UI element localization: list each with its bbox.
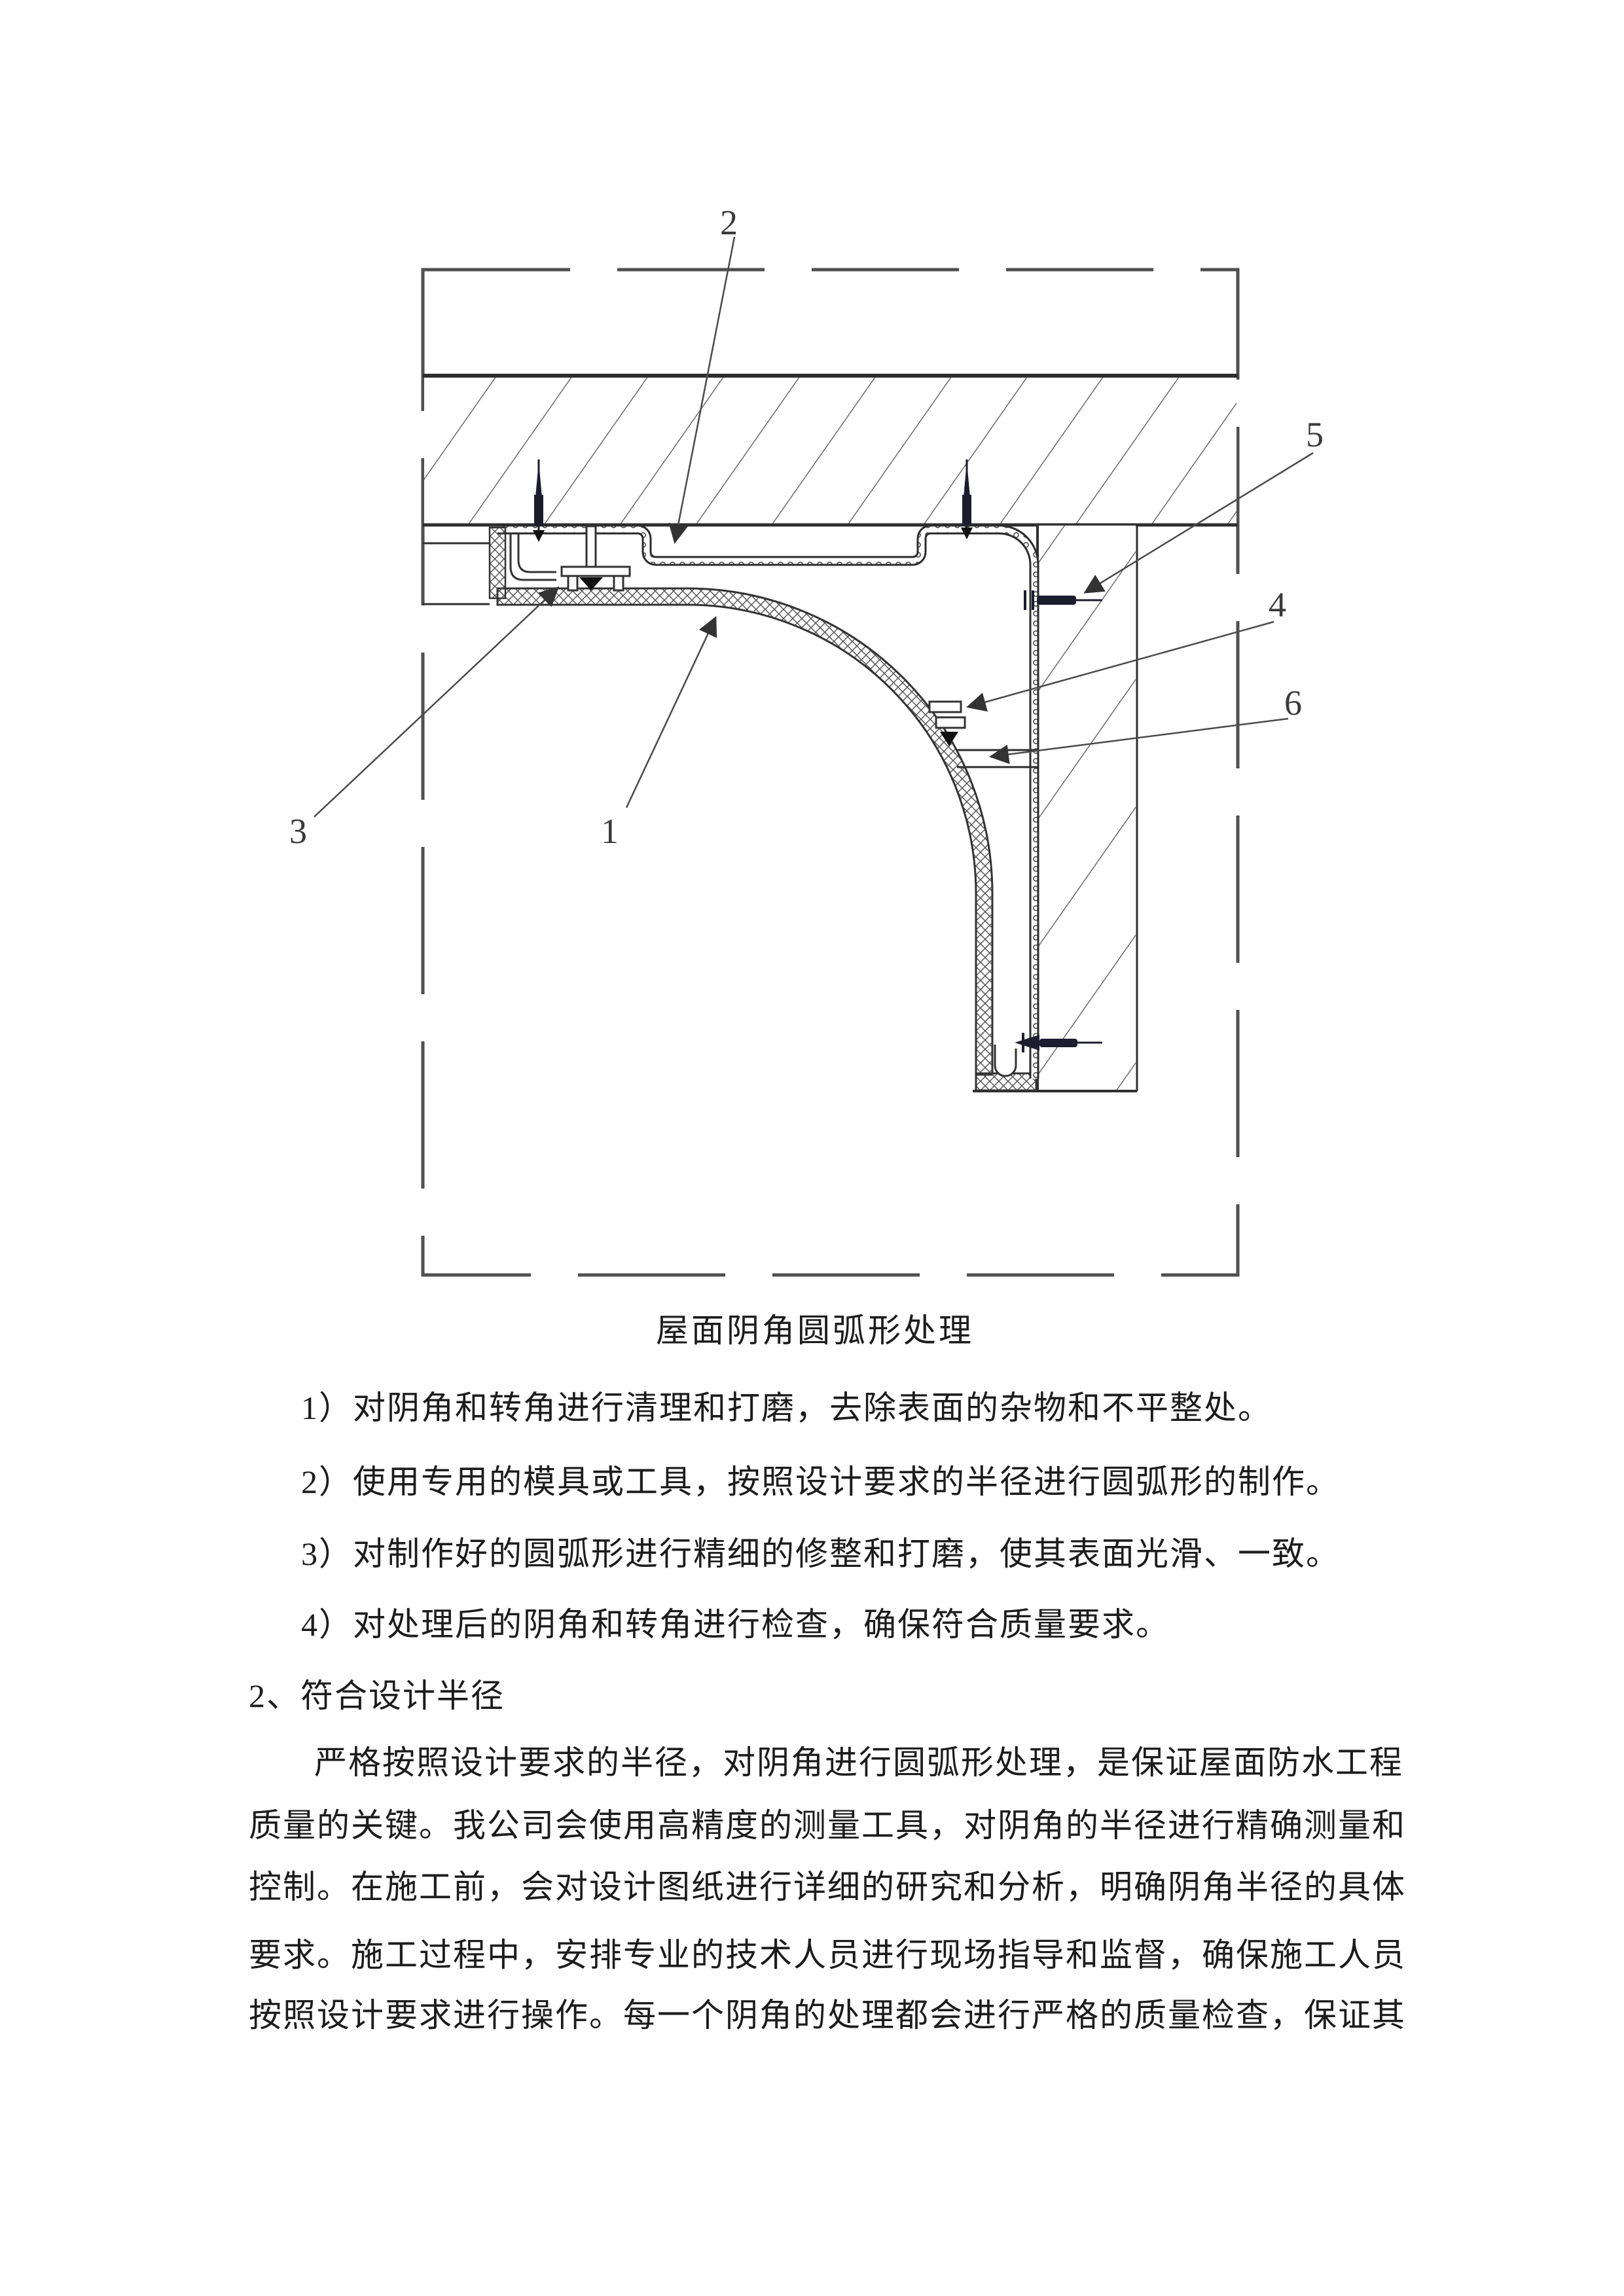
callout-5: 5	[1306, 415, 1324, 454]
leader-5	[1083, 452, 1314, 594]
leader-2	[668, 236, 736, 544]
callout-leaders	[314, 236, 1314, 817]
section-heading: 2、符合设计半径	[249, 1677, 505, 1714]
callout-4: 4	[1269, 585, 1286, 624]
ceiling-slab	[423, 374, 1238, 527]
slab-screw-left	[533, 459, 545, 542]
list-item-3: 3）对制作好的圆弧形进行精细的修整和打磨，使其表面光滑、一致。	[301, 1535, 1340, 1572]
roof-corner-detail-figure: 2 5 4 6 1 3	[289, 203, 1324, 1277]
leader-6	[989, 717, 1289, 764]
figure-border	[421, 268, 1240, 1277]
wall-anchor-bottom	[1015, 1033, 1102, 1052]
leader-3	[314, 586, 560, 817]
wall	[973, 525, 1138, 1092]
list-item-2: 2）使用专用的模具或工具，按照设计要求的半径进行圆弧形的制作。	[301, 1463, 1340, 1500]
callout-1: 1	[601, 812, 619, 851]
figure-caption: 屋面阴角圆弧形处理	[656, 1312, 974, 1349]
paragraph-line-4: 要求。施工过程中，安排专业的技术人员进行现场指导和监督，确保施工人员	[249, 1937, 1406, 1973]
list-item-1: 1）对阴角和转角进行清理和打磨，去除表面的杂物和不平整处。	[301, 1390, 1272, 1426]
leader-1	[625, 616, 717, 808]
callout-3: 3	[289, 812, 307, 851]
paragraph-line-5: 按照设计要求进行操作。每一个阴角的处理都会进行严格的质量检查，保证其	[249, 1997, 1406, 2034]
wall-anchor-top	[1024, 590, 1102, 610]
paragraph-line-2: 质量的关键。我公司会使用高精度的测量工具，对阴角的半径进行精确测量和	[249, 1807, 1406, 1844]
list-item-4: 4）对处理后的阴角和转角进行检查，确保符合质量要求。	[301, 1606, 1170, 1643]
edge-bracket-assembly	[488, 525, 631, 600]
paragraph-line-3: 控制。在施工前，会对设计图纸进行详细的研究和分析，明确阴角半径的具体	[249, 1869, 1406, 1905]
leader-4	[966, 620, 1274, 712]
ceiling-membrane	[497, 524, 1039, 1079]
callout-2: 2	[720, 203, 738, 242]
left-wall-band	[423, 542, 490, 605]
paragraph-line-1: 严格按照设计要求的半径，对阴角进行圆弧形处理，是保证屋面防水工程	[314, 1744, 1403, 1781]
callout-labels: 2 5 4 6 1 3	[289, 203, 1324, 851]
curved-panel	[496, 587, 1038, 1092]
callout-6: 6	[1284, 683, 1302, 723]
slab-screw-right	[961, 459, 973, 539]
